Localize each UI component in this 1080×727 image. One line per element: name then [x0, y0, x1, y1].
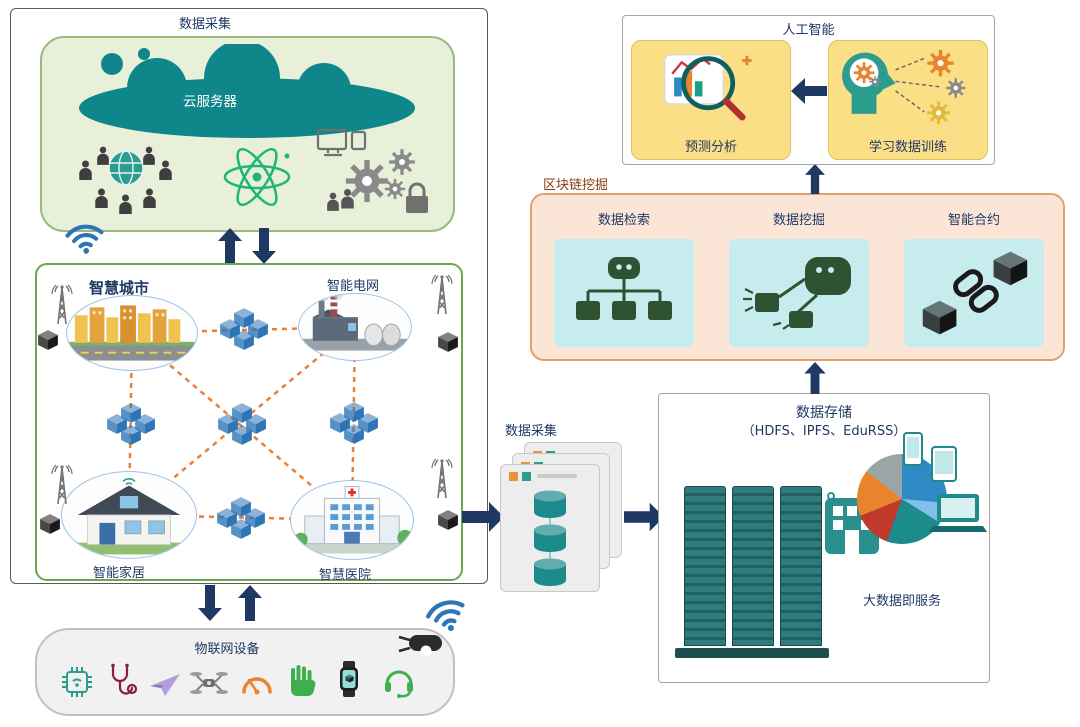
smart-grid-label: 智能电网 — [326, 279, 379, 294]
city-illustration — [67, 305, 197, 361]
cloud-server-panel: 云服务器 — [40, 36, 455, 232]
data-collection-group-title: 数据采集 — [178, 17, 231, 32]
server-rack-icon — [780, 486, 822, 646]
data-retrieval-label: 数据检索 — [597, 213, 650, 228]
blockchain-cubes-icon — [218, 403, 266, 445]
edge-cube-icon — [38, 330, 58, 350]
tablet-icon — [931, 446, 957, 482]
server-rack-base — [675, 648, 829, 658]
blockchain-cubes-icon — [217, 497, 265, 539]
storage-caption: 大数据即服务 — [862, 594, 941, 609]
tablet-screen — [935, 451, 953, 474]
arrow-up-icon — [804, 362, 826, 394]
smart-city-network-box: 智慧城市 智能电网 智能家居 智慧医院 — [35, 263, 463, 583]
storage-subtitle: （HDFS、IPFS、EduRSS） — [741, 424, 907, 439]
iot-devices-box: 物联网设备 — [35, 628, 455, 716]
house-illustration — [62, 478, 196, 555]
server-stack-icon — [500, 442, 625, 594]
phone-screen — [907, 437, 919, 458]
automation-gears-icon — [316, 128, 428, 213]
factory-illustration — [299, 294, 411, 351]
smart-contract-label: 智能合约 — [947, 213, 1000, 228]
hand-icon — [291, 665, 316, 697]
smart-hospital-label: 智慧医院 — [318, 568, 371, 583]
arrow-down-icon — [198, 585, 222, 621]
chip-icon — [62, 667, 92, 697]
edge-cube-icon — [438, 510, 458, 530]
smart-home-label: 智能家居 — [92, 566, 145, 581]
global-collaboration-icon — [79, 146, 172, 214]
smartwatch-icon — [340, 661, 358, 697]
blockchain-mining-box: 数据检索 数据挖掘 智能合约 — [530, 193, 1065, 361]
blockchain-cubes-icon — [330, 402, 378, 444]
iot-devices-title: 物联网设备 — [194, 642, 260, 657]
stethoscope-icon — [111, 663, 138, 695]
arrow-down-icon — [252, 228, 276, 264]
data-mining-icon — [743, 257, 851, 330]
smart-city-node — [66, 295, 198, 371]
cloud-server-label: 云服务器 — [183, 94, 237, 110]
storage-title: 数据存储 — [796, 405, 852, 421]
smartphone-icon — [903, 432, 923, 466]
edge-cube-icon — [40, 514, 60, 534]
headset-icon — [385, 670, 413, 698]
ai-box: 人工智能 预测分析 — [622, 15, 995, 165]
drone-icon — [190, 672, 228, 694]
arrow-up-icon — [238, 585, 262, 621]
head-gears-icon — [842, 50, 966, 125]
smart-hospital-node — [290, 480, 414, 560]
data-tree-icon — [576, 257, 672, 320]
antenna-icon — [51, 464, 73, 505]
arrow-left-icon — [791, 78, 827, 104]
smart-home-node — [61, 471, 197, 559]
antenna-icon — [51, 284, 73, 325]
wifi-icon — [420, 592, 475, 640]
gauge-icon — [242, 677, 272, 695]
arrow-up-icon — [805, 164, 825, 194]
blockchain-cubes-icon — [107, 403, 155, 445]
cloud-icon — [79, 44, 415, 138]
laptop-icon — [929, 494, 987, 532]
magnifier-chart-icon — [663, 54, 752, 121]
hospital-illustration — [291, 486, 413, 554]
arrow-up-icon — [218, 228, 242, 264]
blockchain-title: 区块链挖掘 — [543, 178, 609, 193]
data-mining-label: 数据挖掘 — [772, 213, 825, 228]
predictive-analysis-label: 预测分析 — [684, 140, 737, 155]
data-retrieval-panel — [554, 239, 694, 347]
vr-glasses-icon — [398, 635, 442, 656]
smart-grid-node — [298, 293, 412, 361]
arrow-right-icon — [624, 502, 664, 532]
wifi-icon — [62, 220, 107, 258]
smart-contract-panel — [904, 239, 1044, 347]
data-mining-panel — [729, 239, 869, 347]
ai-title: 人工智能 — [782, 23, 835, 38]
predictive-analysis-panel: 预测分析 — [631, 40, 791, 160]
antenna-icon — [431, 458, 453, 499]
edge-cube-icon — [438, 332, 458, 352]
atom-orbit-icon — [223, 147, 291, 207]
smart-city-label: 智慧城市 — [88, 279, 149, 297]
smart-contract-icon — [922, 251, 1028, 335]
server-rack-icon — [684, 486, 726, 646]
arrow-right-icon — [462, 502, 504, 532]
antenna-icon — [431, 274, 453, 315]
training-panel: 学习数据训练 — [828, 40, 988, 160]
mid-data-collection-label: 数据采集 — [504, 424, 557, 439]
blockchain-cubes-icon — [220, 308, 268, 350]
database-icon — [509, 472, 577, 586]
training-label: 学习数据训练 — [868, 140, 947, 155]
server-card-front — [500, 464, 600, 592]
server-rack-icon — [732, 486, 774, 646]
paper-plane-icon — [150, 674, 180, 696]
data-storage-box: 数据存储 （HDFS、IPFS、EduRSS） 大数据即服务 — [658, 393, 990, 683]
